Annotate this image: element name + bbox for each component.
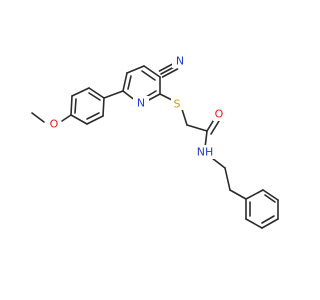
cyano-triple-bond-2 (161, 68, 179, 78)
methoxy-oxygen-label: O (50, 118, 59, 131)
ch2-to-ch2-bond (224, 167, 231, 191)
pyridine-nitrogen-label: N (137, 97, 145, 110)
ring-bond (127, 75, 132, 90)
molecule-structure-diagram: N N S O NH O (31, 54, 279, 229)
aryl-ring-bond (70, 114, 88, 125)
ring-bond (126, 65, 145, 74)
nh-to-ch2-bond (211, 157, 226, 169)
phenyl-ring-bond (245, 218, 263, 229)
aryl-ring-bond (71, 87, 90, 97)
phenyl-ring-bond (245, 189, 264, 200)
phenyl-ring-bond (261, 215, 275, 224)
phenyl-ring-bond (264, 194, 276, 203)
aryl-ring-bond (86, 112, 100, 120)
ring-to-sulfur-bond (159, 93, 173, 101)
aryl-ring-bond (74, 98, 77, 114)
carbonyl-double-bond-2 (210, 120, 220, 135)
carbonyl-oxygen-label: O (215, 108, 224, 121)
ring-bond (122, 72, 128, 92)
sulfur-label: S (174, 98, 181, 111)
pyridine-to-aryl-bond (103, 90, 124, 99)
phenyl-ring-bond (261, 218, 279, 229)
aryl-ring-bond (86, 115, 104, 125)
amide-nh-label: NH (197, 146, 214, 159)
aryl-ring-bond (102, 97, 105, 117)
cyano-nitrogen-label: N (176, 55, 184, 68)
ch2-to-phenyl-bond (229, 189, 247, 200)
ring-bond (141, 70, 156, 81)
aryl-ring-bond (88, 92, 101, 101)
aryl-to-oxygen-bond (61, 114, 72, 122)
ring-bond (146, 93, 161, 102)
oxygen-to-methyl-bond (31, 112, 45, 123)
aryl-ring-bond (70, 95, 73, 116)
ch2-to-carbonyl-bond (186, 124, 208, 132)
phenyl-ring-bond (262, 189, 279, 201)
bond-lines (31, 62, 279, 229)
ring-bond (143, 65, 161, 78)
atom-labels: N N S O NH O (48, 54, 225, 159)
aryl-ring-bond (88, 87, 105, 99)
